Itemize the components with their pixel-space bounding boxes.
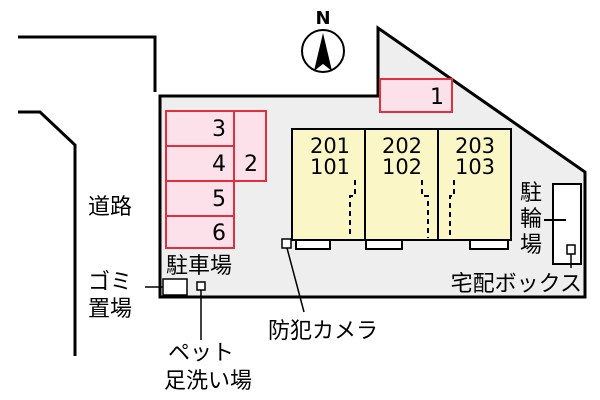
unit-number: 103 [455, 155, 495, 179]
parking-space-6 [165, 215, 235, 249]
apartment-building: 201 101 202 102 203 103 [291, 128, 512, 250]
unit-number: 101 [310, 155, 350, 179]
garbage-label: ゴミ [88, 270, 132, 295]
compass-arrow-icon [314, 33, 332, 71]
bicycle-parking-label: 駐 [520, 181, 542, 206]
parking-space-5 [165, 180, 235, 217]
entrance-step [365, 239, 403, 250]
parking-block-left: 3 4 2 5 6 [165, 110, 267, 249]
parking-space-3 [165, 110, 235, 147]
security-camera-label: 防犯カメラ [268, 319, 378, 344]
entrance-step [469, 239, 509, 250]
entrance-step [295, 239, 331, 250]
parking-space-label: 6 [212, 221, 226, 246]
compass-label: N [315, 8, 330, 29]
delivery-box-label: 宅配ボックス [451, 272, 582, 297]
parking-space-label: 3 [212, 117, 226, 142]
interior-dividers [349, 180, 455, 238]
pet-wash-label: ペット [168, 341, 234, 366]
parking-space-label: 5 [212, 187, 226, 212]
unit-number: 102 [382, 155, 422, 179]
parking-label: 駐車場 [166, 254, 232, 279]
delivery-box-marker [566, 244, 576, 255]
road-label: 道路 [88, 195, 132, 220]
unit-number: 203 [455, 134, 495, 158]
security-camera-leader [286, 247, 305, 313]
road-edges [18, 35, 157, 356]
pet-wash-label: 足洗い場 [164, 369, 252, 394]
bicycle-parking: 駐 輪 場 [520, 181, 582, 265]
garbage-station [162, 278, 188, 296]
security-camera-marker [281, 238, 292, 249]
garbage-label: 置場 [88, 297, 132, 322]
parking-space-label: 2 [244, 152, 258, 177]
unit-number: 201 [310, 134, 350, 158]
pet-wash-marker [196, 281, 206, 291]
bicycle-parking-label: 輪 [520, 207, 542, 232]
parking-space-label: 4 [212, 152, 226, 177]
parking-space-1: 1 [379, 78, 453, 113]
bicycle-parking-label: 場 [520, 233, 542, 258]
unit-number: 202 [382, 134, 422, 158]
north-compass: N [301, 8, 345, 73]
parking-space-label: 1 [430, 85, 444, 110]
